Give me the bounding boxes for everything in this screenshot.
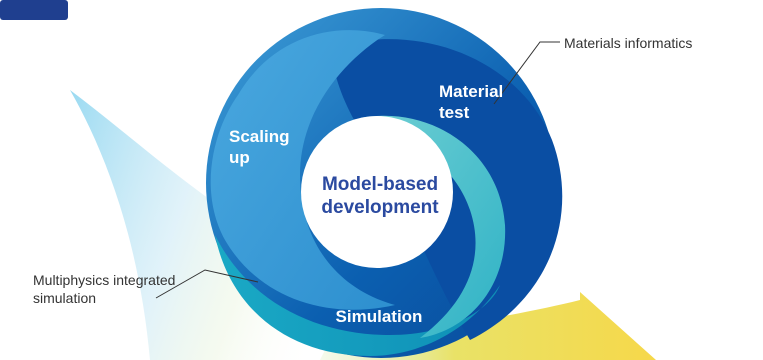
simulation-segment: [215, 235, 500, 356]
material-test-label-line2: test: [439, 103, 470, 122]
callout-line-materials-informatics: [493, 41, 560, 105]
scaling-up-segment: [210, 30, 395, 310]
center-circle: [301, 116, 453, 268]
scaling-up-label-line1: Scaling: [229, 127, 289, 146]
materials-informatics-label: Materials informatics: [564, 35, 692, 51]
simulation-label: Simulation: [336, 307, 423, 326]
multiphysics-label-line1: Multiphysics integrated: [33, 272, 175, 288]
inner-swirl: [360, 115, 506, 338]
callout-line-multiphysics: [155, 269, 259, 299]
multiphysics-label-line2: simulation: [33, 290, 96, 306]
corner-tab: [0, 0, 68, 20]
center-label-line2: development: [321, 197, 439, 218]
center-label-line1: Model-based: [322, 174, 438, 195]
scaling-up-label-line2: up: [229, 148, 250, 167]
material-test-label-line1: Material: [439, 82, 503, 101]
